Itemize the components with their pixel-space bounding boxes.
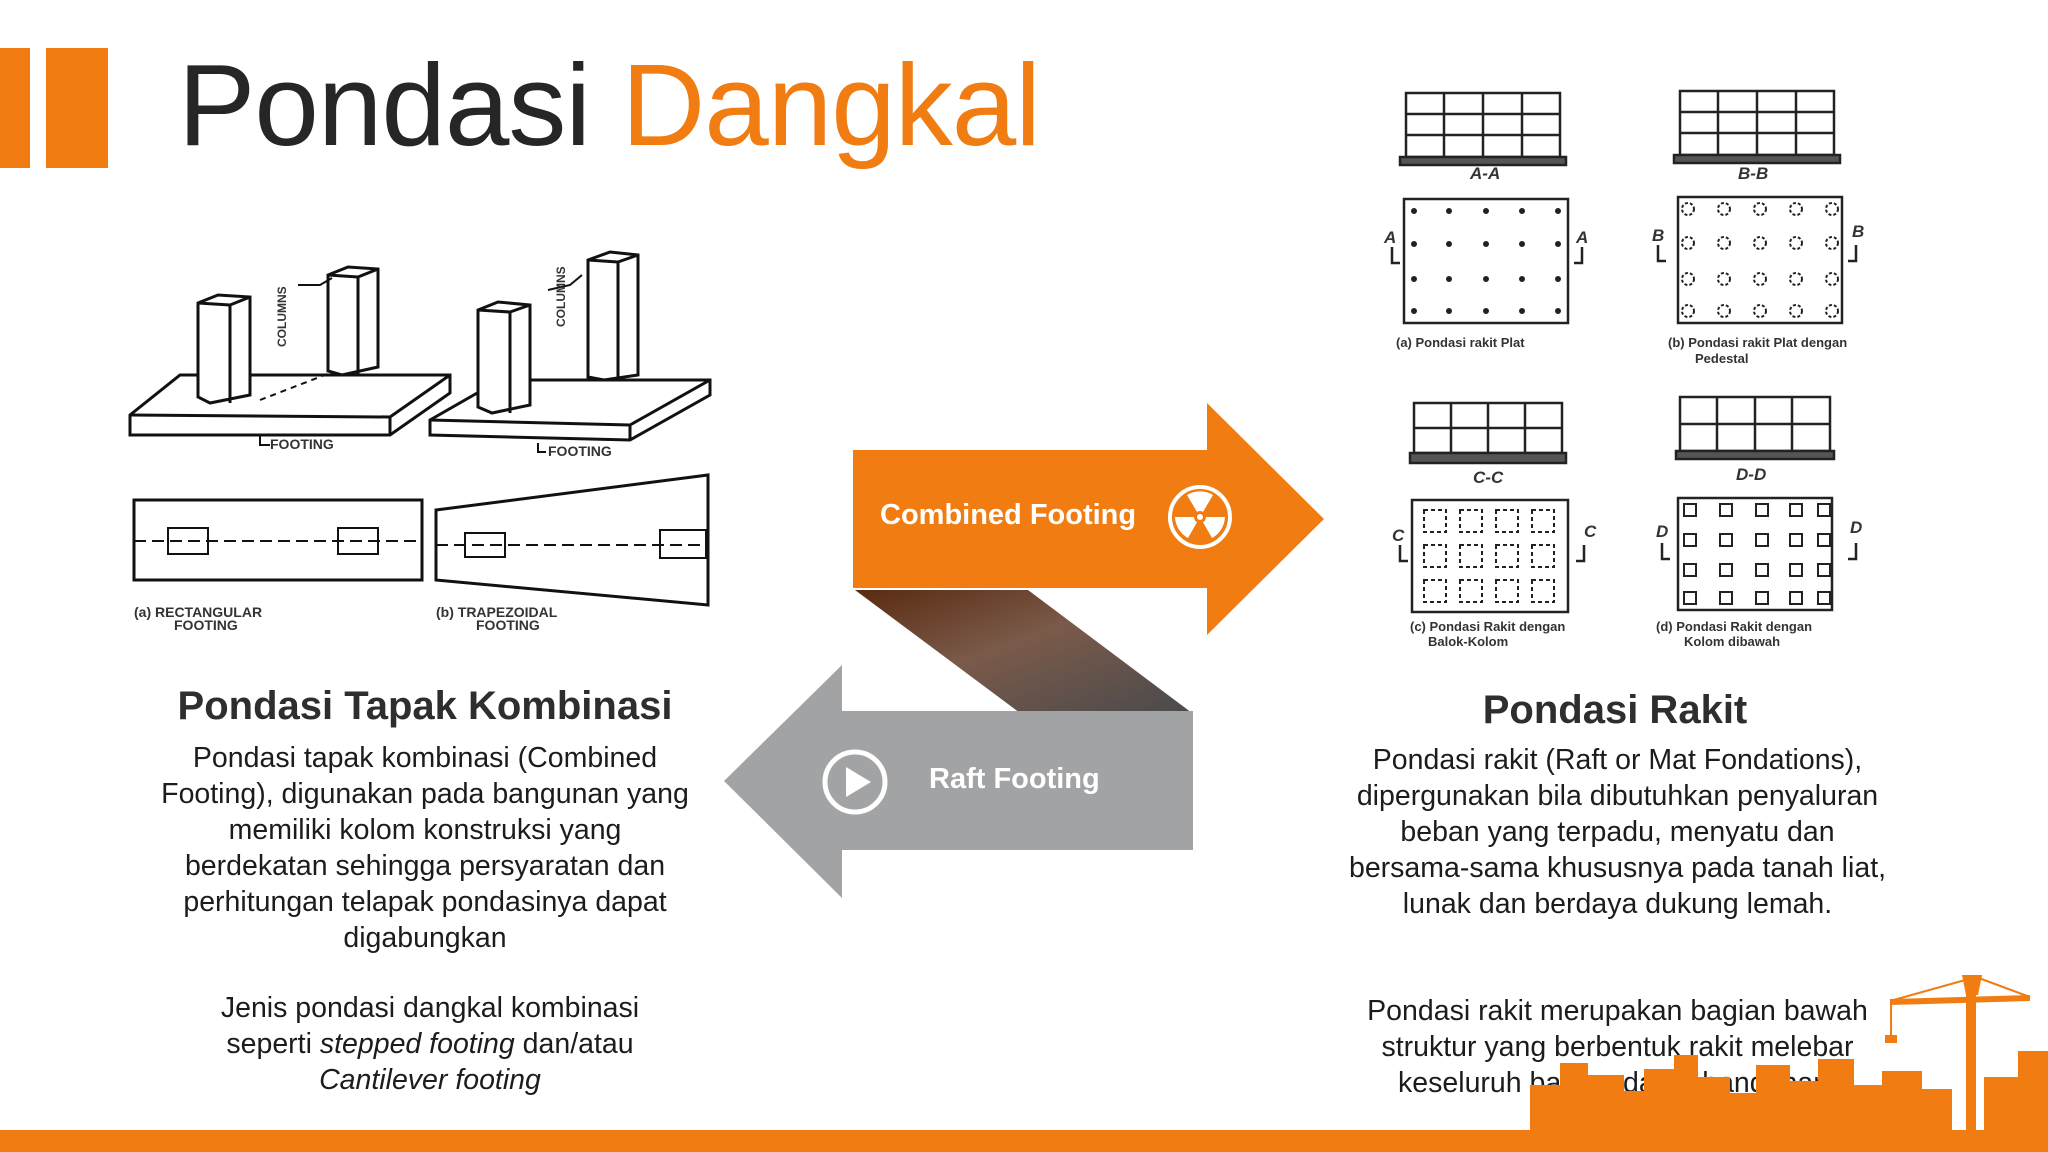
mark-a-right: A <box>1575 228 1588 247</box>
plan-d <box>1676 496 1834 612</box>
page-title: Pondasi Dangkal <box>178 40 1041 170</box>
columns-label-2: COLUMNS <box>554 266 568 327</box>
right-description: Pondasi rakit (Raft or Mat Fondations), … <box>1348 744 1887 920</box>
section-label-d: D-D <box>1736 465 1766 484</box>
elevation-d <box>1674 395 1836 461</box>
caption-raft-c-1: (c) Pondasi Rakit dengan <box>1410 619 1565 634</box>
plan-c <box>1410 498 1570 614</box>
title-accent-bar-2 <box>46 48 108 168</box>
section-label-c: C-C <box>1473 468 1504 487</box>
center-arrows <box>724 403 1324 898</box>
caption-rectangular-1: (a) RECTANGULAR <box>134 604 262 620</box>
mark-d-right: D <box>1850 518 1862 537</box>
play-icon <box>822 749 888 815</box>
elevation-b <box>1672 89 1842 165</box>
combined-footing-diagram: COLUMNS COLUMNS FOOTING FOOTING (a) RECT… <box>128 250 712 630</box>
footing-label-1: FOOTING <box>270 436 334 452</box>
caption-trapezoidal-1: (b) TRAPEZOIDAL <box>436 604 558 620</box>
footer-bar <box>0 1130 2048 1152</box>
caption-trapezoidal-2: FOOTING <box>476 617 540 630</box>
title-word-2: Dangkal <box>621 40 1041 170</box>
arrow-ribbon <box>855 590 1192 713</box>
footing-label-2: FOOTING <box>548 443 612 459</box>
title-accent-bar-1 <box>0 48 30 168</box>
left-desc2-italic-2: Cantilever footing <box>319 1064 541 1096</box>
columns-label-1: COLUMNS <box>275 286 289 347</box>
left-desc2-italic-1: stepped footing <box>319 1028 515 1060</box>
caption-raft-c-2: Balok-Kolom <box>1428 634 1508 649</box>
left-desc2-prefix: Jenis pondasi dangkal kombinasi seperti <box>220 992 640 1060</box>
mark-b-left: B <box>1652 226 1664 245</box>
caption-raft-b-2: Pedestal <box>1695 351 1748 366</box>
right-section-heading: Pondasi Rakit <box>1482 688 1748 732</box>
elevation-c <box>1408 401 1568 465</box>
raft-foundation-diagram: A-A B-B C-C D-D A A B B C C D D (a) Pond… <box>1383 89 1864 649</box>
left-desc2-mid: dan/atau <box>514 1028 634 1060</box>
plan-b <box>1676 195 1844 325</box>
caption-raft-d-2: Kolom dibawah <box>1684 634 1780 649</box>
mark-c-right: C <box>1584 522 1597 541</box>
caption-raft-b-1: (b) Pondasi rakit Plat dengan <box>1668 335 1847 350</box>
left-description: Pondasi tapak kombinasi (Combined Footin… <box>161 742 689 954</box>
city-skyline-illustration <box>1530 975 2048 1132</box>
left-description-2: Jenis pondasi dangkal kombinasi seperti … <box>190 990 670 1098</box>
section-label-a: A-A <box>1469 164 1500 183</box>
orange-arrow-shape <box>853 403 1324 635</box>
elevation-a <box>1398 91 1568 167</box>
combined-footing-arrow-label: Combined Footing <box>880 499 1137 531</box>
caption-rectangular-2: FOOTING <box>174 617 238 630</box>
radiation-icon <box>1168 485 1232 549</box>
caption-raft-a: (a) Pondasi rakit Plat <box>1396 335 1525 350</box>
mark-d-left: D <box>1656 522 1668 541</box>
mark-a-left: A <box>1383 228 1396 247</box>
title-word-1: Pondasi <box>178 40 591 170</box>
plan-a <box>1402 197 1570 325</box>
section-label-b: B-B <box>1738 164 1768 183</box>
mark-b-right: B <box>1852 222 1864 241</box>
gray-arrow-shape <box>724 665 1193 898</box>
left-section-heading: Pondasi Tapak Kombinasi <box>177 684 673 728</box>
raft-footing-arrow-label: Raft Footing <box>929 763 1100 795</box>
mark-c-left: C <box>1392 526 1405 545</box>
caption-raft-d-1: (d) Pondasi Rakit dengan <box>1656 619 1812 634</box>
